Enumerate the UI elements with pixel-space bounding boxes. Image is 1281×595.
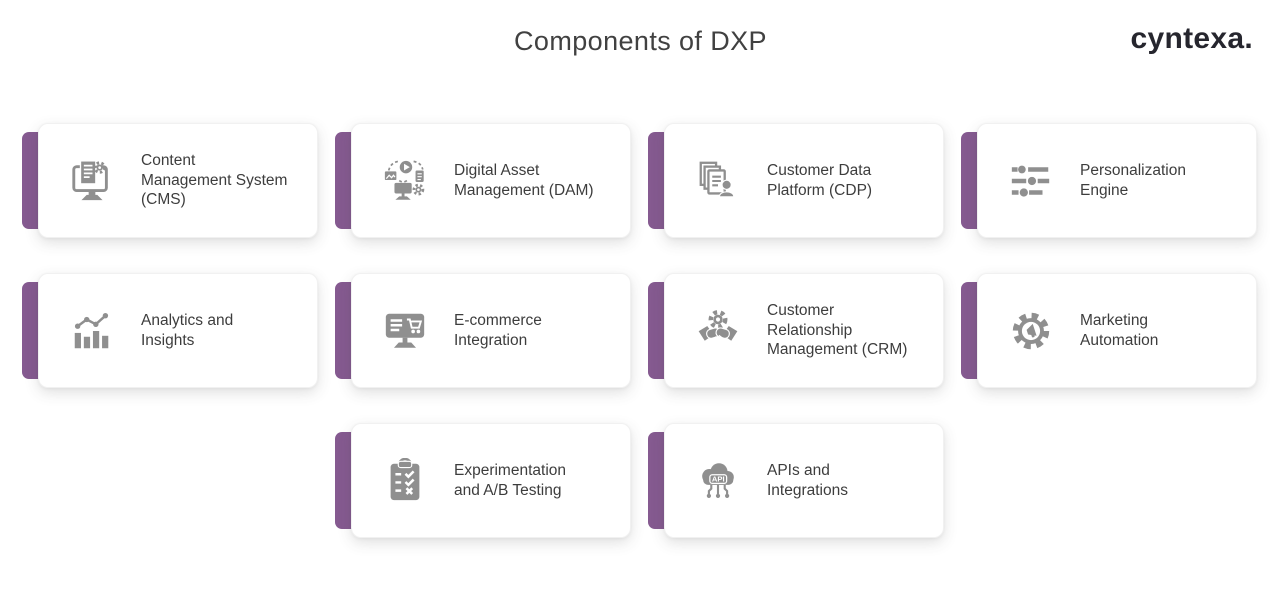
card-crm: Customer Relationship Management (CRM) <box>648 273 944 388</box>
card-ecommerce: E-commerce Integration <box>335 273 631 388</box>
card-body: Customer Relationship Management (CRM) <box>664 273 944 388</box>
crm-handshake-gear-icon <box>697 308 739 342</box>
card-label: APIs and Integrations <box>767 462 848 499</box>
card-marketing-automation: Marketing Automation <box>961 273 1257 388</box>
page-title: Components of DXP <box>514 26 767 56</box>
card-cdp: Customer Data Platform (CDP) <box>648 123 944 238</box>
card-body: Analytics and Insights <box>38 273 318 388</box>
card-personalization: Personalization Engine <box>961 123 1257 238</box>
api-cloud-icon: API <box>702 462 734 498</box>
cdp-icon <box>699 161 735 197</box>
personalization-sliders-icon <box>1011 165 1050 197</box>
card-label: Customer Data Platform (CDP) <box>767 162 873 199</box>
card-label: Marketing Automation <box>1080 312 1159 349</box>
card-label: Customer Relationship Management (CRM) <box>767 302 908 359</box>
card-body: API APIs and Integrations <box>664 423 944 538</box>
dam-icon <box>384 160 425 200</box>
card-label: Experimentation and A/B Testing <box>454 462 567 499</box>
cards-grid: Content Management System (CMS) Digita <box>22 123 1257 538</box>
card-body: E-commerce Integration <box>351 273 631 388</box>
card-body: Personalization Engine <box>977 123 1257 238</box>
card-body: Content Management System (CMS) <box>38 123 318 238</box>
ab-testing-clipboard-icon <box>390 457 420 500</box>
svg-text:API: API <box>712 474 725 483</box>
card-label: Digital Asset Management (DAM) <box>454 162 594 199</box>
card-dam: Digital Asset Management (DAM) <box>335 123 631 238</box>
card-label: E-commerce Integration <box>454 312 542 349</box>
cyntexa-logo: cyntexa. <box>1130 22 1253 55</box>
card-body: Experimentation and A/B Testing <box>351 423 631 538</box>
card-cms: Content Management System (CMS) <box>22 123 318 238</box>
card-body: Customer Data Platform (CDP) <box>664 123 944 238</box>
marketing-automation-gear-icon <box>1012 312 1050 349</box>
card-apis: API APIs and Integrations <box>648 423 944 538</box>
card-label: Content Management System (CMS) <box>141 152 288 209</box>
ecommerce-monitor-cart-icon <box>385 313 425 348</box>
card-body: Digital Asset Management (DAM) <box>351 123 631 238</box>
analytics-bar-chart-icon <box>74 312 109 348</box>
card-body: Marketing Automation <box>977 273 1257 388</box>
cms-icon <box>72 159 108 200</box>
card-label: Personalization Engine <box>1080 162 1186 199</box>
card-analytics: Analytics and Insights <box>22 273 318 388</box>
card-label: Analytics and Insights <box>141 312 234 349</box>
card-ab-testing: Experimentation and A/B Testing <box>335 423 631 538</box>
